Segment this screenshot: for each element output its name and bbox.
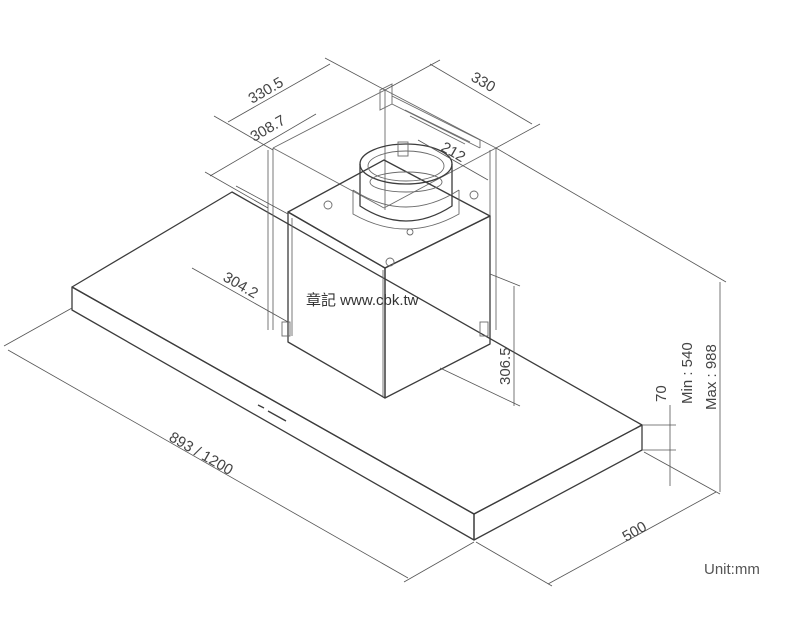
dim-height-min: Min : 540 bbox=[679, 342, 696, 404]
dim-hood-depth: 500 bbox=[620, 518, 650, 545]
duct-collar bbox=[352, 141, 460, 230]
motor-housing bbox=[281, 159, 491, 399]
dim-chimney-top-width: 330.5 bbox=[246, 74, 287, 107]
unit-label: Unit:mm bbox=[704, 561, 760, 578]
hood-canopy bbox=[71, 191, 643, 541]
chimney-upper-frame bbox=[267, 83, 497, 330]
housing-right bbox=[384, 215, 491, 399]
dim-chimney-top-depth: 330 bbox=[468, 69, 498, 96]
dim-chimney-inner-width: 308.7 bbox=[248, 112, 289, 145]
dim-chimney-lower-height: 306.5 bbox=[497, 347, 514, 385]
dim-hood-width: 893 / 1200 bbox=[166, 429, 236, 479]
dim-height-max: Max : 988 bbox=[703, 344, 720, 410]
housing-top bbox=[287, 159, 491, 269]
control-panel-mark bbox=[257, 404, 265, 409]
hood-top-surface bbox=[71, 191, 643, 515]
dimension-labels: 893 / 1200 500 70 Min : 540 Max : 988 33… bbox=[166, 69, 720, 546]
watermark-text: 章記 www.cbk.tw bbox=[306, 291, 419, 309]
dimension-lines bbox=[3, 57, 727, 587]
dim-chimney-lower-width: 304.2 bbox=[220, 269, 261, 302]
control-panel-mark bbox=[267, 410, 287, 422]
hood-right-face bbox=[473, 424, 643, 541]
dim-hood-thickness: 70 bbox=[653, 385, 670, 402]
